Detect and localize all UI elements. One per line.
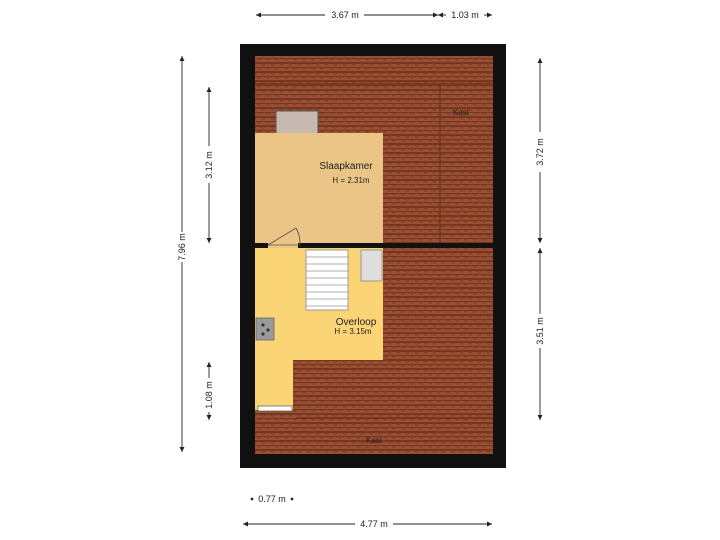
dimension-dot: [290, 497, 294, 501]
wall-unit-dot: [266, 328, 270, 332]
dim-bottom-total: 4.77 m: [360, 519, 388, 529]
landing-name: Overloop: [336, 317, 377, 328]
wall-unit-dot: [261, 323, 265, 327]
dim-right-lower: 3.51 m: [535, 317, 545, 345]
landing-floor: [255, 248, 383, 410]
dividing-wall: [255, 243, 493, 248]
bedroom-name: Slaapkamer: [319, 161, 373, 172]
bottom-window: [257, 405, 293, 412]
dim-top-left: 3.67 m: [331, 10, 359, 20]
storage-label-top: Kast: [453, 108, 470, 117]
bedroom-floor: [255, 133, 383, 243]
dim-right-upper: 3.72 m: [535, 138, 545, 166]
dimension-dot: [250, 497, 254, 501]
dim-left-total: 7.96 m: [177, 233, 187, 261]
wall-unit-dot: [261, 332, 265, 336]
door-opening: [268, 243, 298, 248]
staircase: [305, 249, 349, 311]
storage-label-bottom: Kast: [366, 436, 383, 445]
wall-unit: [255, 317, 275, 341]
dim-left-lower: 1.08 m: [204, 381, 214, 409]
door-swing-icon: [267, 227, 301, 246]
storage-outline-top: [255, 83, 493, 246]
bedroom-height: H = 2.31m: [332, 176, 369, 185]
dim-bottom-small: 0.77 m: [258, 494, 286, 504]
dim-top-right: 1.03 m: [451, 10, 479, 20]
landing-height: H = 3.15m: [334, 327, 371, 336]
dim-left-upper: 3.12 m: [204, 151, 214, 179]
arrowheads: [256, 12, 492, 18]
cabinet: [360, 249, 383, 282]
